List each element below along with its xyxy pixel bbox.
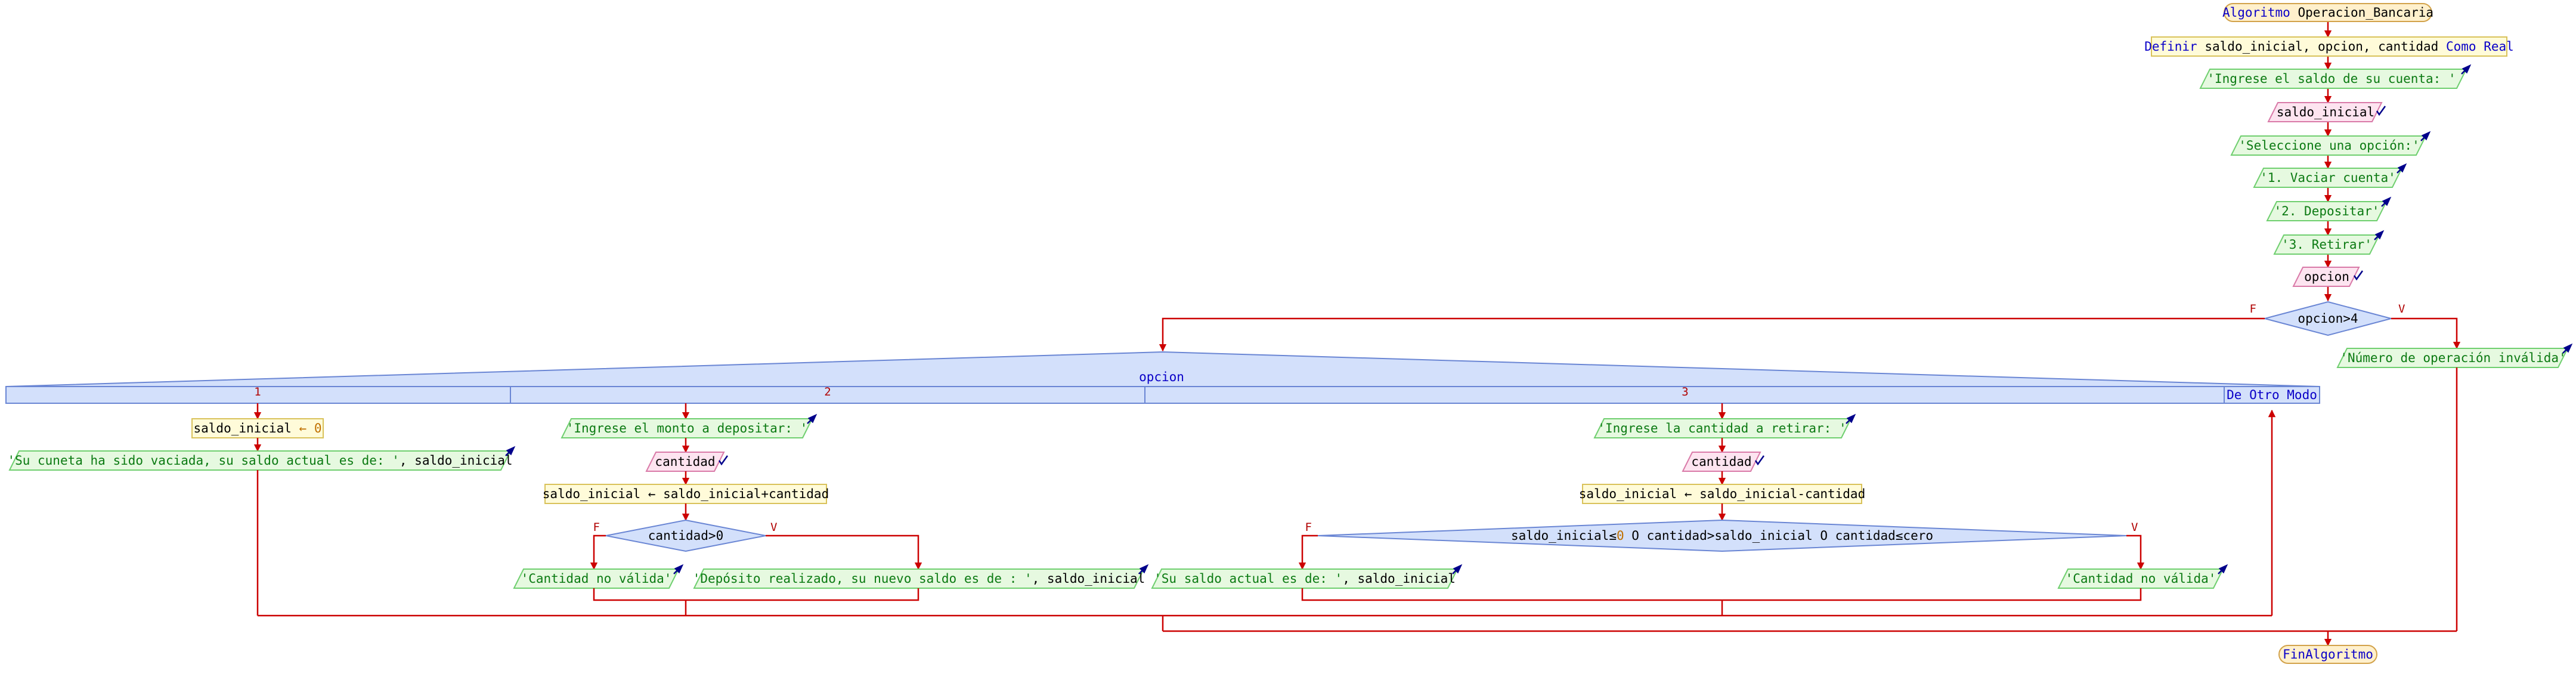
algorithm-start: Algoritmo Operacion_Bancaria bbox=[2222, 3, 2433, 22]
svg-text:'Ingrese la cantidad a retirar: 'Ingrese la cantidad a retirar: ' bbox=[1597, 421, 1846, 435]
svg-text:'Ingrese el monto a depositar:: 'Ingrese el monto a depositar: ' bbox=[566, 421, 808, 435]
svg-text:3: 3 bbox=[1682, 385, 1688, 398]
output-deposit-invalid: 'Cantidad no válida' bbox=[513, 564, 684, 589]
output-arrow-icon bbox=[2397, 163, 2407, 174]
output-withdraw-invalid: 'Cantidad no válida' bbox=[2057, 564, 2228, 589]
svg-text:opcion: opcion bbox=[2304, 270, 2349, 284]
decision-cantidad-gt-0: cantidad>0 F V bbox=[593, 519, 777, 552]
svg-text:cantidad: cantidad bbox=[1691, 455, 1751, 469]
output-vaciada: 'Su cuneta ha sido vaciada, su saldo act… bbox=[7, 446, 516, 471]
svg-text:1: 1 bbox=[254, 385, 261, 398]
case-2-branch: 'Ingrese el monto a depositar: ' cantida… bbox=[513, 403, 1149, 616]
svg-text:Definir saldo_inicial, opcion,: Definir saldo_inicial, opcion, cantidad … bbox=[2144, 39, 2514, 54]
algorithm-end: FinAlgoritmo bbox=[2278, 645, 2377, 664]
svg-text:opcion: opcion bbox=[1139, 370, 1184, 384]
output-arrow-icon bbox=[1452, 564, 1463, 574]
read-saldo: saldo_inicial bbox=[2267, 102, 2386, 122]
define-statement: Definir saldo_inicial, opcion, cantidad … bbox=[2144, 36, 2514, 57]
svg-text:opcion>4: opcion>4 bbox=[2298, 311, 2358, 326]
output-arrow-icon bbox=[2218, 564, 2228, 574]
switch-header: opcion 1 2 3 De Otro Modo bbox=[5, 351, 2320, 404]
svg-text:F: F bbox=[2250, 302, 2256, 316]
svg-text:'Depósito realizado, su nuevo: 'Depósito realizado, su nuevo saldo es d… bbox=[693, 571, 1145, 586]
input-check-icon bbox=[2376, 106, 2386, 116]
assign-saldo-zero: saldo_inicial ← 0 bbox=[191, 418, 324, 438]
input-check-icon bbox=[2353, 270, 2364, 281]
output-arrow-icon bbox=[807, 413, 818, 424]
svg-text:'Seleccione una opción:': 'Seleccione una opción:' bbox=[2238, 138, 2419, 153]
svg-text:F: F bbox=[593, 521, 600, 534]
svg-text:'1. Vaciar cuenta': '1. Vaciar cuenta' bbox=[2260, 171, 2396, 185]
output-arrow-icon bbox=[1846, 413, 1856, 424]
assign-withdraw: saldo_inicial ← saldo_inicial-cantidad bbox=[1579, 484, 1865, 504]
input-check-icon bbox=[1754, 455, 1765, 466]
assign-deposit: saldo_inicial ← saldo_inicial+cantidad bbox=[543, 484, 829, 504]
output-prompt-deposit: 'Ingrese el monto a depositar: ' bbox=[561, 413, 818, 438]
case-3-branch: 'Ingrese la cantidad a retirar: ' cantid… bbox=[1151, 403, 2228, 616]
svg-text:'Cantidad no válida': 'Cantidad no válida' bbox=[521, 571, 672, 586]
svg-text:V: V bbox=[2131, 521, 2138, 534]
svg-text:'Ingrese el saldo de su cuenta: 'Ingrese el saldo de su cuenta: ' bbox=[2207, 72, 2456, 86]
main-merge bbox=[1163, 630, 2457, 647]
decision-withdraw-check: saldo_inicial≤0 O cantidad>saldo_inicial… bbox=[1305, 519, 2138, 552]
svg-text:Algoritmo Operacion_Bancaria: Algoritmo Operacion_Bancaria bbox=[2222, 5, 2433, 20]
read-cantidad-deposit: cantidad bbox=[645, 452, 729, 472]
svg-text:'Su saldo actual es de: ', sal: 'Su saldo actual es de: ', saldo_inicial bbox=[1154, 571, 1456, 586]
svg-text:'Cantidad no válida': 'Cantidad no válida' bbox=[2066, 571, 2216, 586]
output-deposit-done: 'Depósito realizado, su nuevo saldo es d… bbox=[693, 564, 1149, 589]
output-arrow-icon bbox=[2562, 343, 2573, 354]
svg-text:saldo_inicial ← 0: saldo_inicial ← 0 bbox=[194, 421, 322, 435]
svg-text:cantidad: cantidad bbox=[655, 455, 715, 469]
output-arrow-icon bbox=[2381, 196, 2392, 207]
svg-text:saldo_inicial ← saldo_inicial+: saldo_inicial ← saldo_inicial+cantidad bbox=[543, 487, 829, 501]
svg-text:'Su cuneta ha sido vaciada, su: 'Su cuneta ha sido vaciada, su saldo act… bbox=[7, 453, 512, 468]
switch-merge bbox=[258, 614, 2272, 631]
read-opcion: opcion bbox=[2292, 267, 2364, 287]
output-saldo-actual: 'Su saldo actual es de: ', saldo_inicial bbox=[1151, 564, 1463, 589]
svg-text:De Otro Modo: De Otro Modo bbox=[2227, 388, 2317, 402]
output-prompt-saldo: 'Ingrese el saldo de su cuenta: ' bbox=[2199, 64, 2472, 89]
output-invalid-operation: 'Número de operación inválida' bbox=[2336, 343, 2573, 368]
output-arrow-icon bbox=[505, 446, 516, 456]
decision-opcion-gt-4: opcion>4 F V bbox=[2250, 301, 2405, 336]
output-menu-1: '1. Vaciar cuenta' bbox=[2253, 163, 2407, 188]
output-arrow-icon bbox=[673, 564, 684, 574]
svg-text:F: F bbox=[1305, 521, 1312, 534]
output-prompt-withdraw: 'Ingrese la cantidad a retirar: ' bbox=[1593, 413, 1856, 438]
svg-text:'3. Retirar': '3. Retirar' bbox=[2281, 237, 2372, 252]
output-prompt-opcion: 'Seleccione una opción:' bbox=[2230, 131, 2431, 156]
svg-text:'Número de operación inválida': 'Número de operación inválida' bbox=[2340, 351, 2566, 365]
svg-text:V: V bbox=[2398, 302, 2405, 316]
svg-text:2: 2 bbox=[824, 385, 831, 398]
output-arrow-icon bbox=[2461, 64, 2472, 75]
output-arrow-icon bbox=[1138, 564, 1149, 574]
case-1-branch: saldo_inicial ← 0 'Su cuneta ha sido vac… bbox=[7, 403, 516, 616]
output-menu-2: '2. Depositar' bbox=[2266, 196, 2392, 221]
read-cantidad-withdraw: cantidad bbox=[1682, 452, 1765, 472]
svg-text:saldo_inicial ← saldo_inicial-: saldo_inicial ← saldo_inicial-cantidad bbox=[1579, 487, 1865, 501]
input-check-icon bbox=[718, 455, 729, 466]
output-arrow-icon bbox=[2420, 131, 2431, 141]
svg-text:FinAlgoritmo: FinAlgoritmo bbox=[2283, 647, 2373, 662]
svg-text:saldo_inicial: saldo_inicial bbox=[2277, 105, 2374, 119]
svg-text:V: V bbox=[770, 521, 777, 534]
svg-text:saldo_inicial≤0 O cantidad>sal: saldo_inicial≤0 O cantidad>saldo_inicial… bbox=[1511, 529, 1933, 543]
svg-text:cantidad>0: cantidad>0 bbox=[648, 529, 723, 543]
output-menu-3: '3. Retirar' bbox=[2273, 230, 2385, 255]
svg-text:'2. Depositar': '2. Depositar' bbox=[2274, 204, 2379, 218]
output-arrow-icon bbox=[2374, 230, 2385, 240]
